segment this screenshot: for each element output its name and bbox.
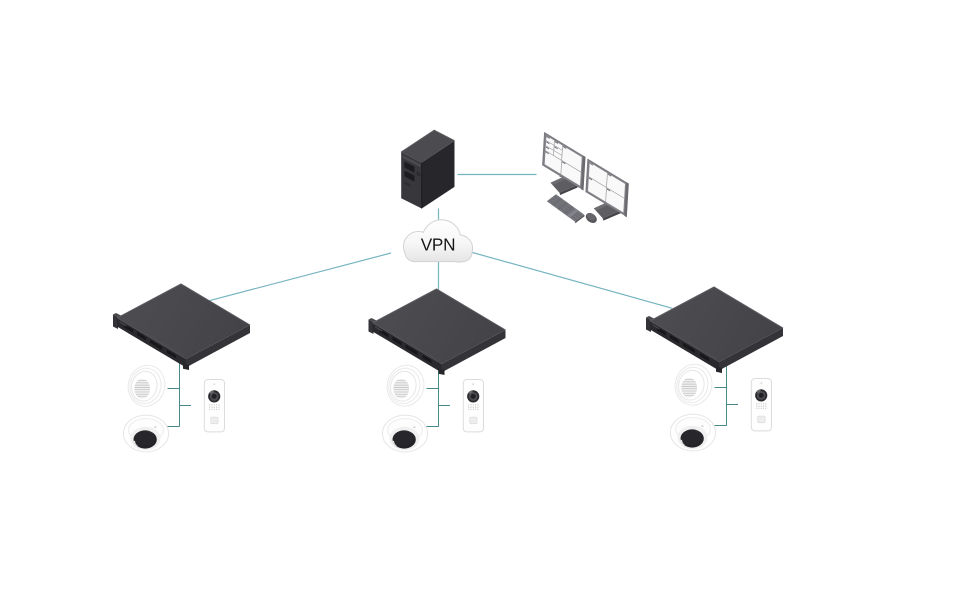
svg-text:VPN: VPN <box>421 235 455 255</box>
